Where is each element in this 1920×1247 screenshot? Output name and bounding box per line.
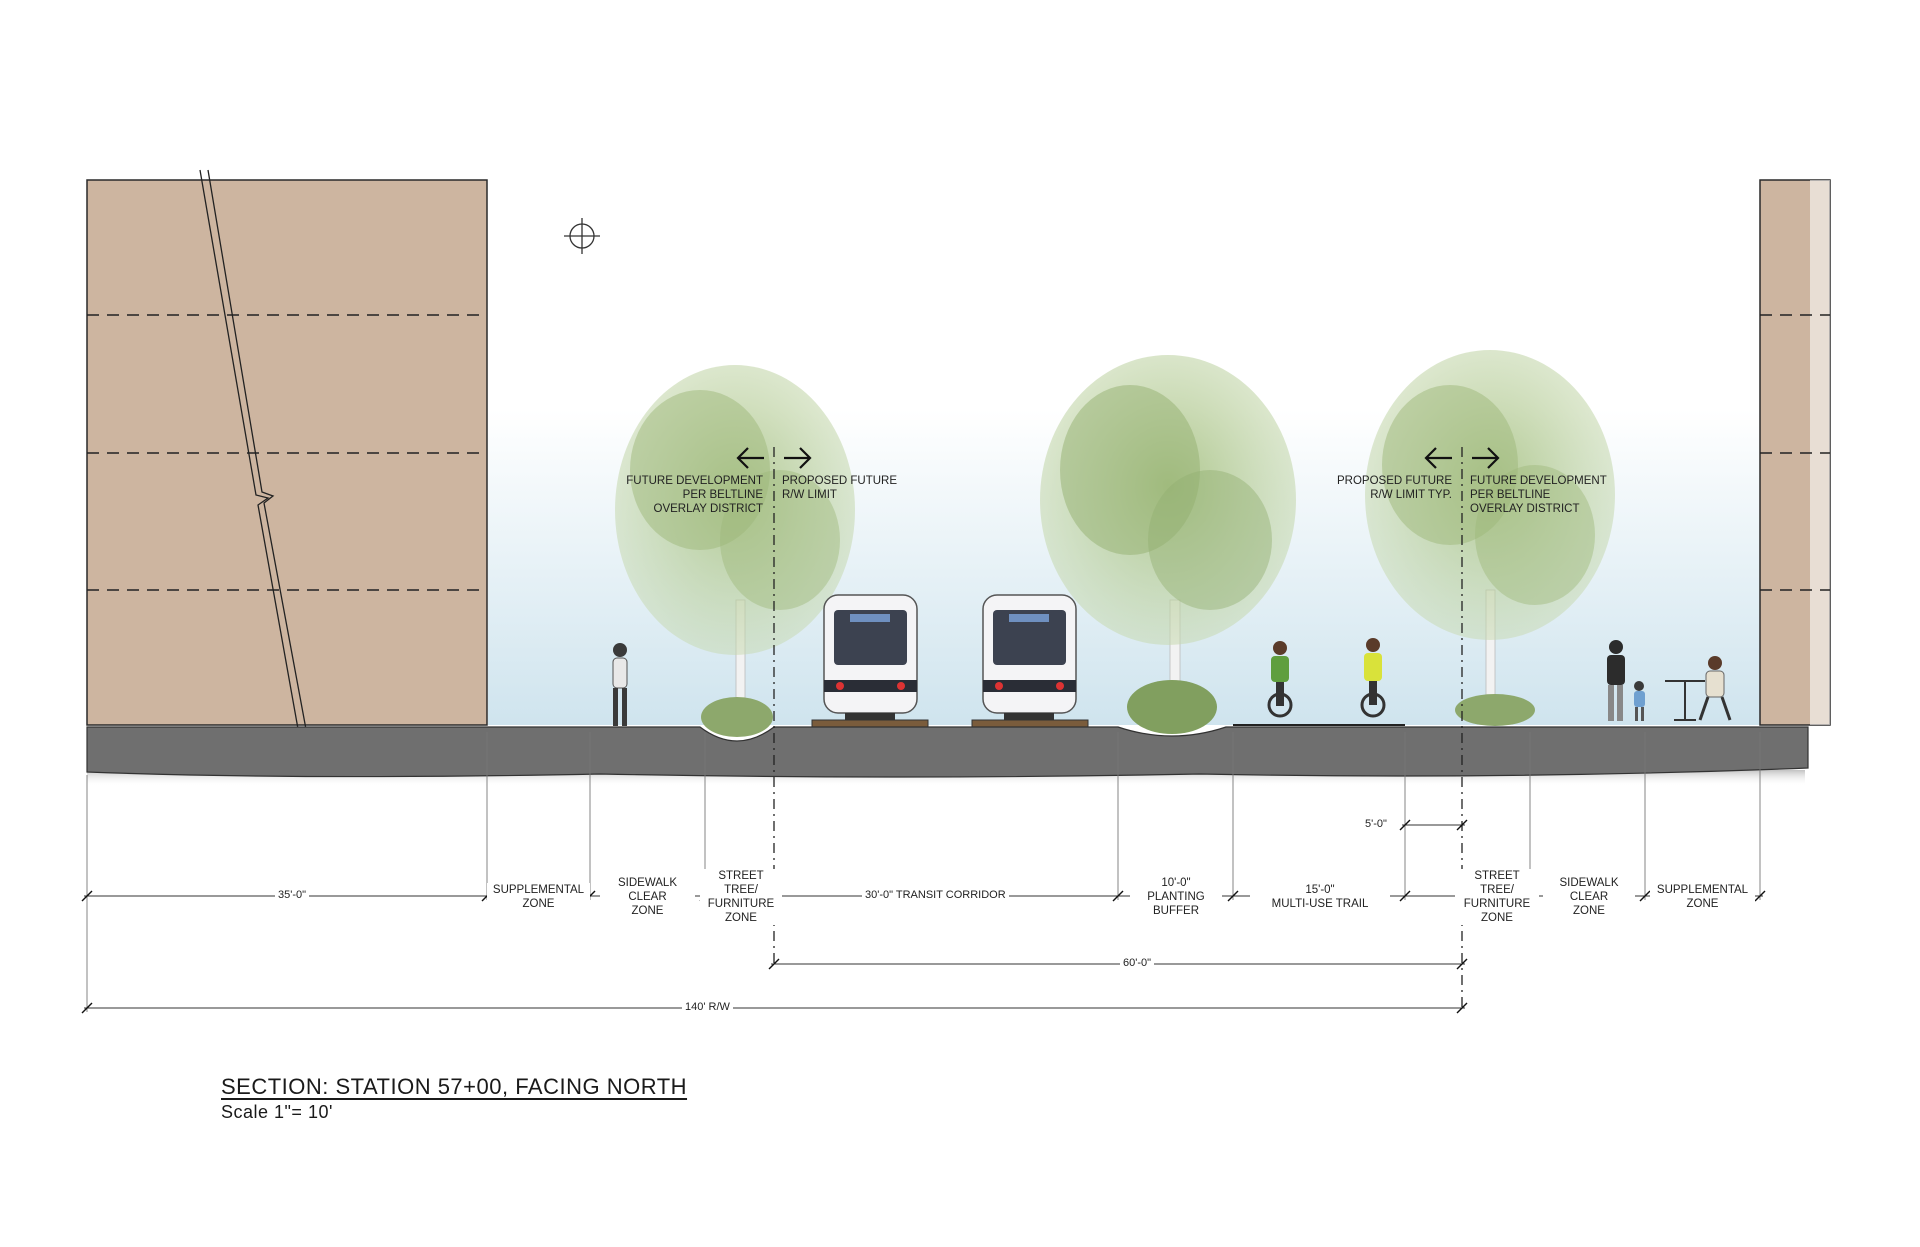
section-scale: Scale 1"= 10' [221,1102,333,1122]
zone-street-tree-right: STREET TREE/ FURNITURE ZONE [1455,869,1539,925]
annotation-right-proposed-rw: PROPOSED FUTURE R/W LIMIT TYP. [1336,475,1452,501]
rw-arrows-right [1424,447,1500,469]
zone-planting-buffer: 10'-0" PLANTING BUFFER [1130,876,1222,918]
shrub-buffer [1127,680,1217,734]
dimension-transit-corridor: 30'-0" TRANSIT CORRIDOR [862,889,1009,901]
annotation-left-proposed-rw: PROPOSED FUTURE R/W LIMIT [782,475,898,501]
ground-section [86,724,1809,786]
zone-supplemental-right: SUPPLEMENTAL ZONE [1650,883,1755,911]
dimension-right-of-way: 140' R/W [682,1001,733,1013]
left-building [86,169,488,741]
street-tree-right [1365,350,1615,701]
dimension-building-setback: 35'-0" [275,889,310,901]
zone-multi-use-trail: 15'-0" MULTI-USE TRAIL [1250,883,1390,911]
break-line [199,169,309,741]
pedestrian-left [612,643,628,726]
zone-sidewalk-right: SIDEWALK CLEAR ZONE [1543,876,1635,918]
pedestrian-adult-right [1607,640,1625,721]
street-tree-left [615,365,855,711]
seated-person [1698,656,1732,721]
annotation-right-future-development: FUTURE DEVELOPMENT PER BELTLINE OVERLAY … [1470,475,1607,515]
pedestrian-child-right [1634,681,1645,721]
annotation-left-future-development: FUTURE DEVELOPMENT PER BELTLINE OVERLAY … [626,475,763,515]
crosshair-icon [564,218,600,254]
planting-buffer-tree [1040,355,1296,691]
shrub-right [1455,694,1535,726]
cyclist-1 [1267,641,1293,718]
right-building [1759,179,1831,726]
zone-street-tree-left: STREET TREE/ FURNITURE ZONE [700,869,782,925]
dimension-five-feet: 5'-0" [1362,818,1390,830]
section-title: SECTION: STATION 57+00, FACING NORTH [221,1074,688,1099]
dimension-ticks [81,819,1766,1014]
streetcar-left [823,594,918,720]
dimension-sixty-feet: 60'-0" [1120,957,1155,969]
cyclist-2 [1360,638,1386,718]
cafe-table [1665,680,1705,721]
zone-sidewalk-left: SIDEWALK CLEAR ZONE [600,876,695,918]
shrub-left [701,697,773,737]
rw-arrows-left [736,447,812,469]
zone-supplemental-left: SUPPLEMENTAL ZONE [487,883,590,911]
streetcar-right [982,594,1077,720]
dimension-extension-lines [86,732,1761,1012]
